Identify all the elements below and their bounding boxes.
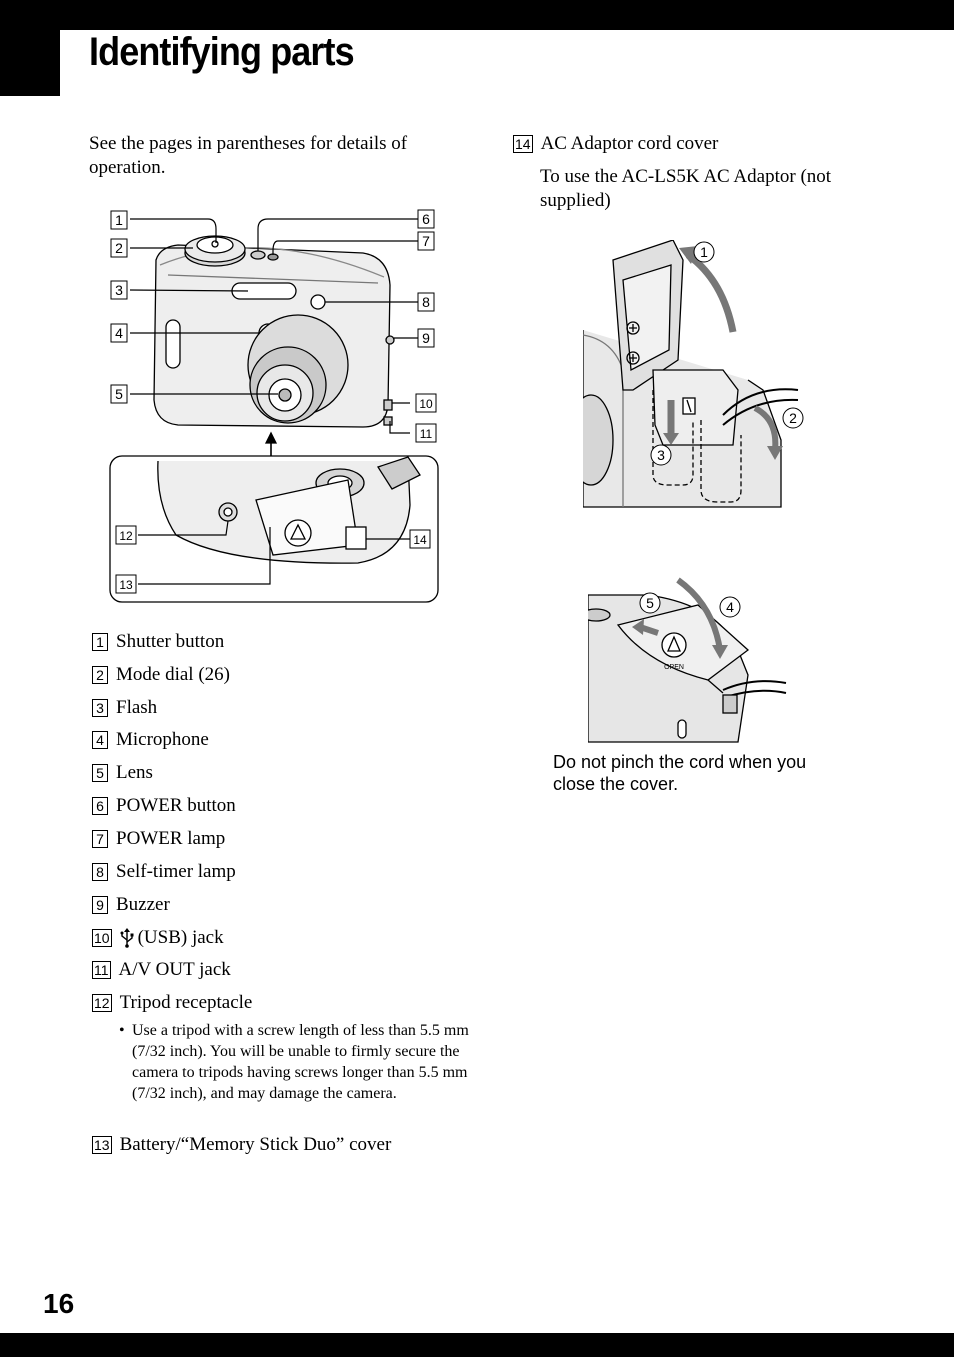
svg-text:2: 2 bbox=[789, 410, 797, 426]
step-5-marker: 5 bbox=[639, 592, 661, 614]
callout-2: 2 bbox=[110, 238, 128, 258]
part-item-usb-jack: 10 (USB) jack bbox=[92, 927, 224, 948]
svg-text:5: 5 bbox=[115, 386, 123, 402]
callout-9: 9 bbox=[417, 328, 435, 348]
callout-10: 10 bbox=[415, 393, 437, 413]
bullet: • bbox=[119, 1022, 125, 1039]
callout-1: 1 bbox=[110, 210, 128, 230]
callout-5: 5 bbox=[110, 384, 128, 404]
svg-text:1: 1 bbox=[700, 244, 708, 260]
page-number: 16 bbox=[43, 1288, 75, 1319]
svg-text:2: 2 bbox=[115, 240, 123, 256]
cord-caption: Do not pinch the cord when you close the… bbox=[553, 752, 807, 794]
tripod-note: •Use a tripod with a screw length of les… bbox=[119, 1022, 469, 1102]
callout-12: 12 bbox=[115, 525, 137, 545]
ac-section-text: To use the AC-LS5K AC Adaptor (not suppl… bbox=[540, 166, 832, 211]
camera-front-illustration: 1 2 3 4 5 6 7 8 9 10 11 12 13 14 bbox=[109, 209, 439, 603]
svg-text:7: 7 bbox=[422, 233, 430, 249]
page-title: Identifying parts bbox=[89, 30, 355, 74]
callout-6: 6 bbox=[417, 209, 435, 229]
svg-text:4: 4 bbox=[726, 599, 734, 615]
callout-8: 8 bbox=[417, 292, 435, 312]
svg-text:3: 3 bbox=[115, 282, 123, 298]
step-1-marker: 1 bbox=[693, 241, 715, 263]
open-label: OPEN bbox=[664, 664, 684, 671]
svg-text:10: 10 bbox=[419, 397, 433, 411]
svg-text:13: 13 bbox=[119, 578, 133, 592]
svg-text:6: 6 bbox=[422, 211, 430, 227]
top-bar bbox=[0, 0, 954, 30]
svg-text:12: 12 bbox=[119, 529, 133, 543]
svg-text:9: 9 bbox=[422, 330, 430, 346]
cord-cover-close-illustration: 5 4 OPEN bbox=[588, 577, 787, 743]
bottom-bar bbox=[0, 1333, 954, 1357]
step-4-marker: 4 bbox=[719, 596, 741, 618]
usb-icon bbox=[120, 928, 134, 948]
title-tab-block bbox=[0, 30, 60, 96]
callout-7: 7 bbox=[417, 231, 435, 251]
step-3-marker: 3 bbox=[650, 444, 672, 466]
svg-text:8: 8 bbox=[422, 294, 430, 310]
callout-4: 4 bbox=[110, 323, 128, 343]
svg-text:1: 1 bbox=[115, 212, 123, 228]
callout-13: 13 bbox=[115, 574, 137, 594]
cord-cover-open-illustration: 1 2 3 bbox=[583, 240, 804, 508]
intro-text: See the pages in parentheses for details… bbox=[89, 133, 408, 178]
callout-14: 14 bbox=[409, 529, 431, 549]
callout-11: 11 bbox=[415, 423, 437, 443]
svg-text:11: 11 bbox=[420, 427, 433, 441]
callout-3: 3 bbox=[110, 280, 128, 300]
svg-text:4: 4 bbox=[115, 325, 123, 341]
svg-text:5: 5 bbox=[646, 595, 654, 611]
svg-text:14: 14 bbox=[413, 533, 427, 547]
step-2-marker: 2 bbox=[782, 407, 804, 429]
svg-text:3: 3 bbox=[657, 447, 665, 463]
